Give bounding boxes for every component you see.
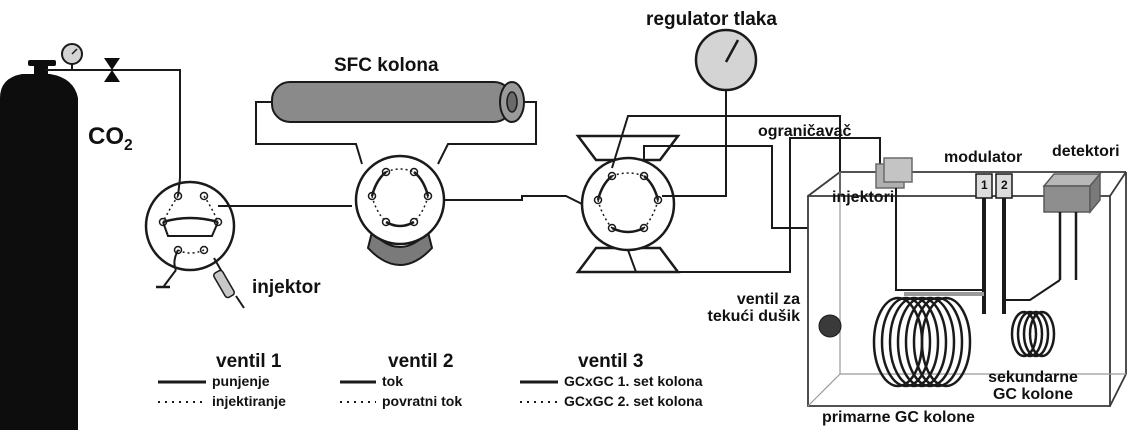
syringe-icon [213, 257, 245, 309]
regulator-line [662, 90, 727, 197]
legend-swatches [158, 380, 558, 403]
secondary-columns-label-line1: sekundarne [988, 369, 1078, 386]
primary-columns-label: primarne GC kolone [822, 409, 975, 426]
injector-valve [144, 177, 236, 289]
detectors-icon [1042, 171, 1102, 280]
legend-valve2-solid: tok [382, 373, 403, 389]
liquid-nitrogen-line [904, 292, 984, 296]
legend-valve1-solid: punjenje [212, 373, 270, 389]
legend-valve3-dotted: GCxGC 2. set kolona [564, 393, 703, 409]
injectors-label: injektori [832, 189, 895, 206]
cylinder-pressure-gauge-icon [61, 43, 83, 70]
gc-injectors [875, 157, 913, 189]
liquid-nitrogen-valve-label: ventil za tekući dušik [688, 291, 800, 326]
detectors-label: detektori [1052, 143, 1120, 160]
switching-valve [575, 134, 681, 274]
legend-valve1-dotted: injektiranje [212, 393, 286, 409]
sfc-column [271, 81, 525, 123]
backflush-valve [354, 154, 446, 266]
secondary-columns-label-line2: GC kolone [992, 385, 1073, 403]
co2-supply-line [46, 69, 181, 178]
secondary-columns-label: sekundarne GC kolone [978, 369, 1088, 404]
modulator-port-2-label: 2 [1001, 178, 1008, 192]
valve3-lower-line [627, 137, 881, 273]
legend-valve1-title: ventil 1 [216, 351, 282, 372]
modulator-port-1-label: 1 [981, 178, 988, 192]
legend-valve2-dotted: povratni tok [382, 393, 463, 409]
shutoff-valve-icon [104, 58, 120, 82]
pressure-regulator-gauge-icon [694, 28, 758, 92]
oven-internal-lines [895, 188, 1061, 301]
column-inlet-line [255, 101, 363, 165]
restrictor-label: ograničavač [758, 123, 852, 140]
valve2-to-valve3-line [444, 195, 583, 205]
pressure-regulator-label: regulator tlaka [646, 9, 777, 30]
legend-valve3-title: ventil 3 [578, 351, 644, 372]
modulator-label: modulator [944, 149, 1023, 166]
liquid-nitrogen-valve-icon [818, 314, 842, 338]
liquid-nitrogen-valve-label-line2: tekući dušik [707, 307, 800, 325]
co2-label-main: CO [88, 123, 124, 150]
secondary-gc-columns [1010, 310, 1056, 358]
co2-label-subscript: 2 [124, 136, 133, 154]
sfc-column-label: SFC kolona [334, 55, 439, 76]
primary-gc-columns [872, 296, 972, 388]
column-outlet-line [437, 101, 537, 165]
co2-label: CO2 [88, 124, 133, 154]
liquid-nitrogen-valve-label-line1: ventil za [736, 291, 800, 308]
legend-valve3-solid: GCxGC 1. set kolona [564, 373, 703, 389]
legend-valve2-title: ventil 2 [388, 351, 454, 372]
co2-cylinder [0, 60, 78, 430]
injector-label: injektor [252, 277, 321, 298]
